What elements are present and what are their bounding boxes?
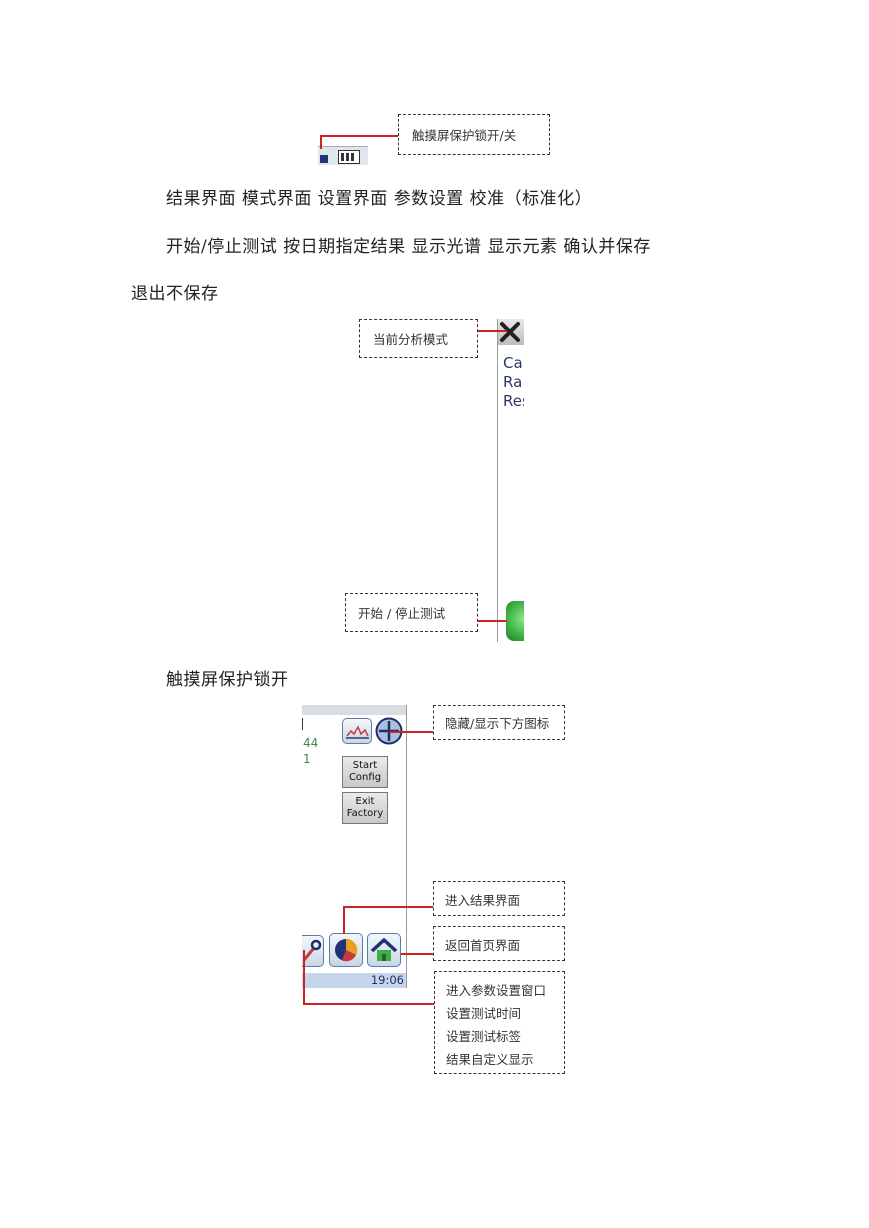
callout-text: 当前分析模式 [373, 332, 449, 347]
panel-content: Cal Ra Res [498, 319, 524, 642]
close-icon[interactable] [498, 319, 524, 345]
paragraph-lock-open: 触摸屏保护锁开 [166, 670, 289, 690]
callout-start-stop: 开始 / 停止测试 [345, 593, 478, 632]
arrow-line [343, 906, 434, 908]
callout-text: 触摸屏保护锁开/关 [412, 128, 517, 143]
arrow-line [320, 135, 399, 137]
crop-edge [302, 718, 303, 730]
callout-text: 进入结果界面 [445, 893, 521, 908]
value-text: 44 [303, 736, 319, 750]
callout-text: 进入参数设置窗口 [446, 983, 547, 998]
clock-text: 19:06 [370, 973, 404, 987]
callout-text: 设置测试标签 [446, 1029, 522, 1044]
panel-line: Cal [503, 354, 524, 372]
button-label: Config [348, 772, 382, 783]
panel-line: Res [503, 392, 524, 410]
callout-text: 开始 / 停止测试 [358, 606, 446, 621]
start-config-button[interactable]: Start Config [342, 756, 388, 788]
panel-left-border [497, 319, 498, 642]
settings-icon[interactable] [302, 935, 324, 967]
callout-results: 进入结果界面 [433, 881, 565, 916]
results-pie-icon[interactable] [329, 933, 363, 967]
callout-text: 结果自定义显示 [446, 1052, 534, 1067]
arrow-line [303, 950, 305, 1004]
callout-home: 返回首页界面 [433, 926, 565, 961]
arrow-line [320, 135, 322, 149]
arrow-line [401, 953, 434, 955]
button-label: Factory [346, 808, 384, 819]
panel-right-border [406, 705, 407, 988]
start-stop-button[interactable] [506, 601, 524, 641]
callout-text: 设置测试时间 [446, 1006, 522, 1021]
battery-icon[interactable] [318, 146, 368, 165]
home-icon[interactable] [367, 933, 401, 967]
paragraph-exit: 退出不保存 [131, 284, 219, 304]
callout-text: 隐藏/显示下方图标 [445, 716, 550, 731]
callout-params: 进入参数设置窗口 设置测试时间 设置测试标签 结果自定义显示 [434, 971, 565, 1074]
spectrum-icon[interactable] [342, 718, 372, 744]
callout-lock-toggle: 触摸屏保护锁开/关 [398, 114, 550, 155]
callout-toggle-icons: 隐藏/显示下方图标 [433, 705, 565, 740]
button-label: Start [352, 760, 378, 771]
status-bar: 19:06 [302, 973, 406, 988]
panel-line: Ra [503, 373, 523, 391]
button-label: Exit [355, 796, 375, 807]
arrow-line [303, 1003, 435, 1005]
arrow-line [477, 620, 507, 622]
paragraph-functions: 开始/停止测试 按日期指定结果 显示光谱 显示元素 确认并保存 [166, 237, 651, 257]
paragraph-interfaces: 结果界面 模式界面 设置界面 参数设置 校准（标准化） [166, 189, 593, 209]
arrow-line [343, 906, 345, 934]
value-text: 1 [303, 752, 311, 766]
top-bar [302, 705, 406, 715]
arrow-line [389, 731, 434, 733]
exit-factory-button[interactable]: Exit Factory [342, 792, 388, 824]
callout-current-mode: 当前分析模式 [359, 319, 478, 358]
arrow-line [477, 330, 507, 332]
callout-text: 返回首页界面 [445, 938, 521, 953]
